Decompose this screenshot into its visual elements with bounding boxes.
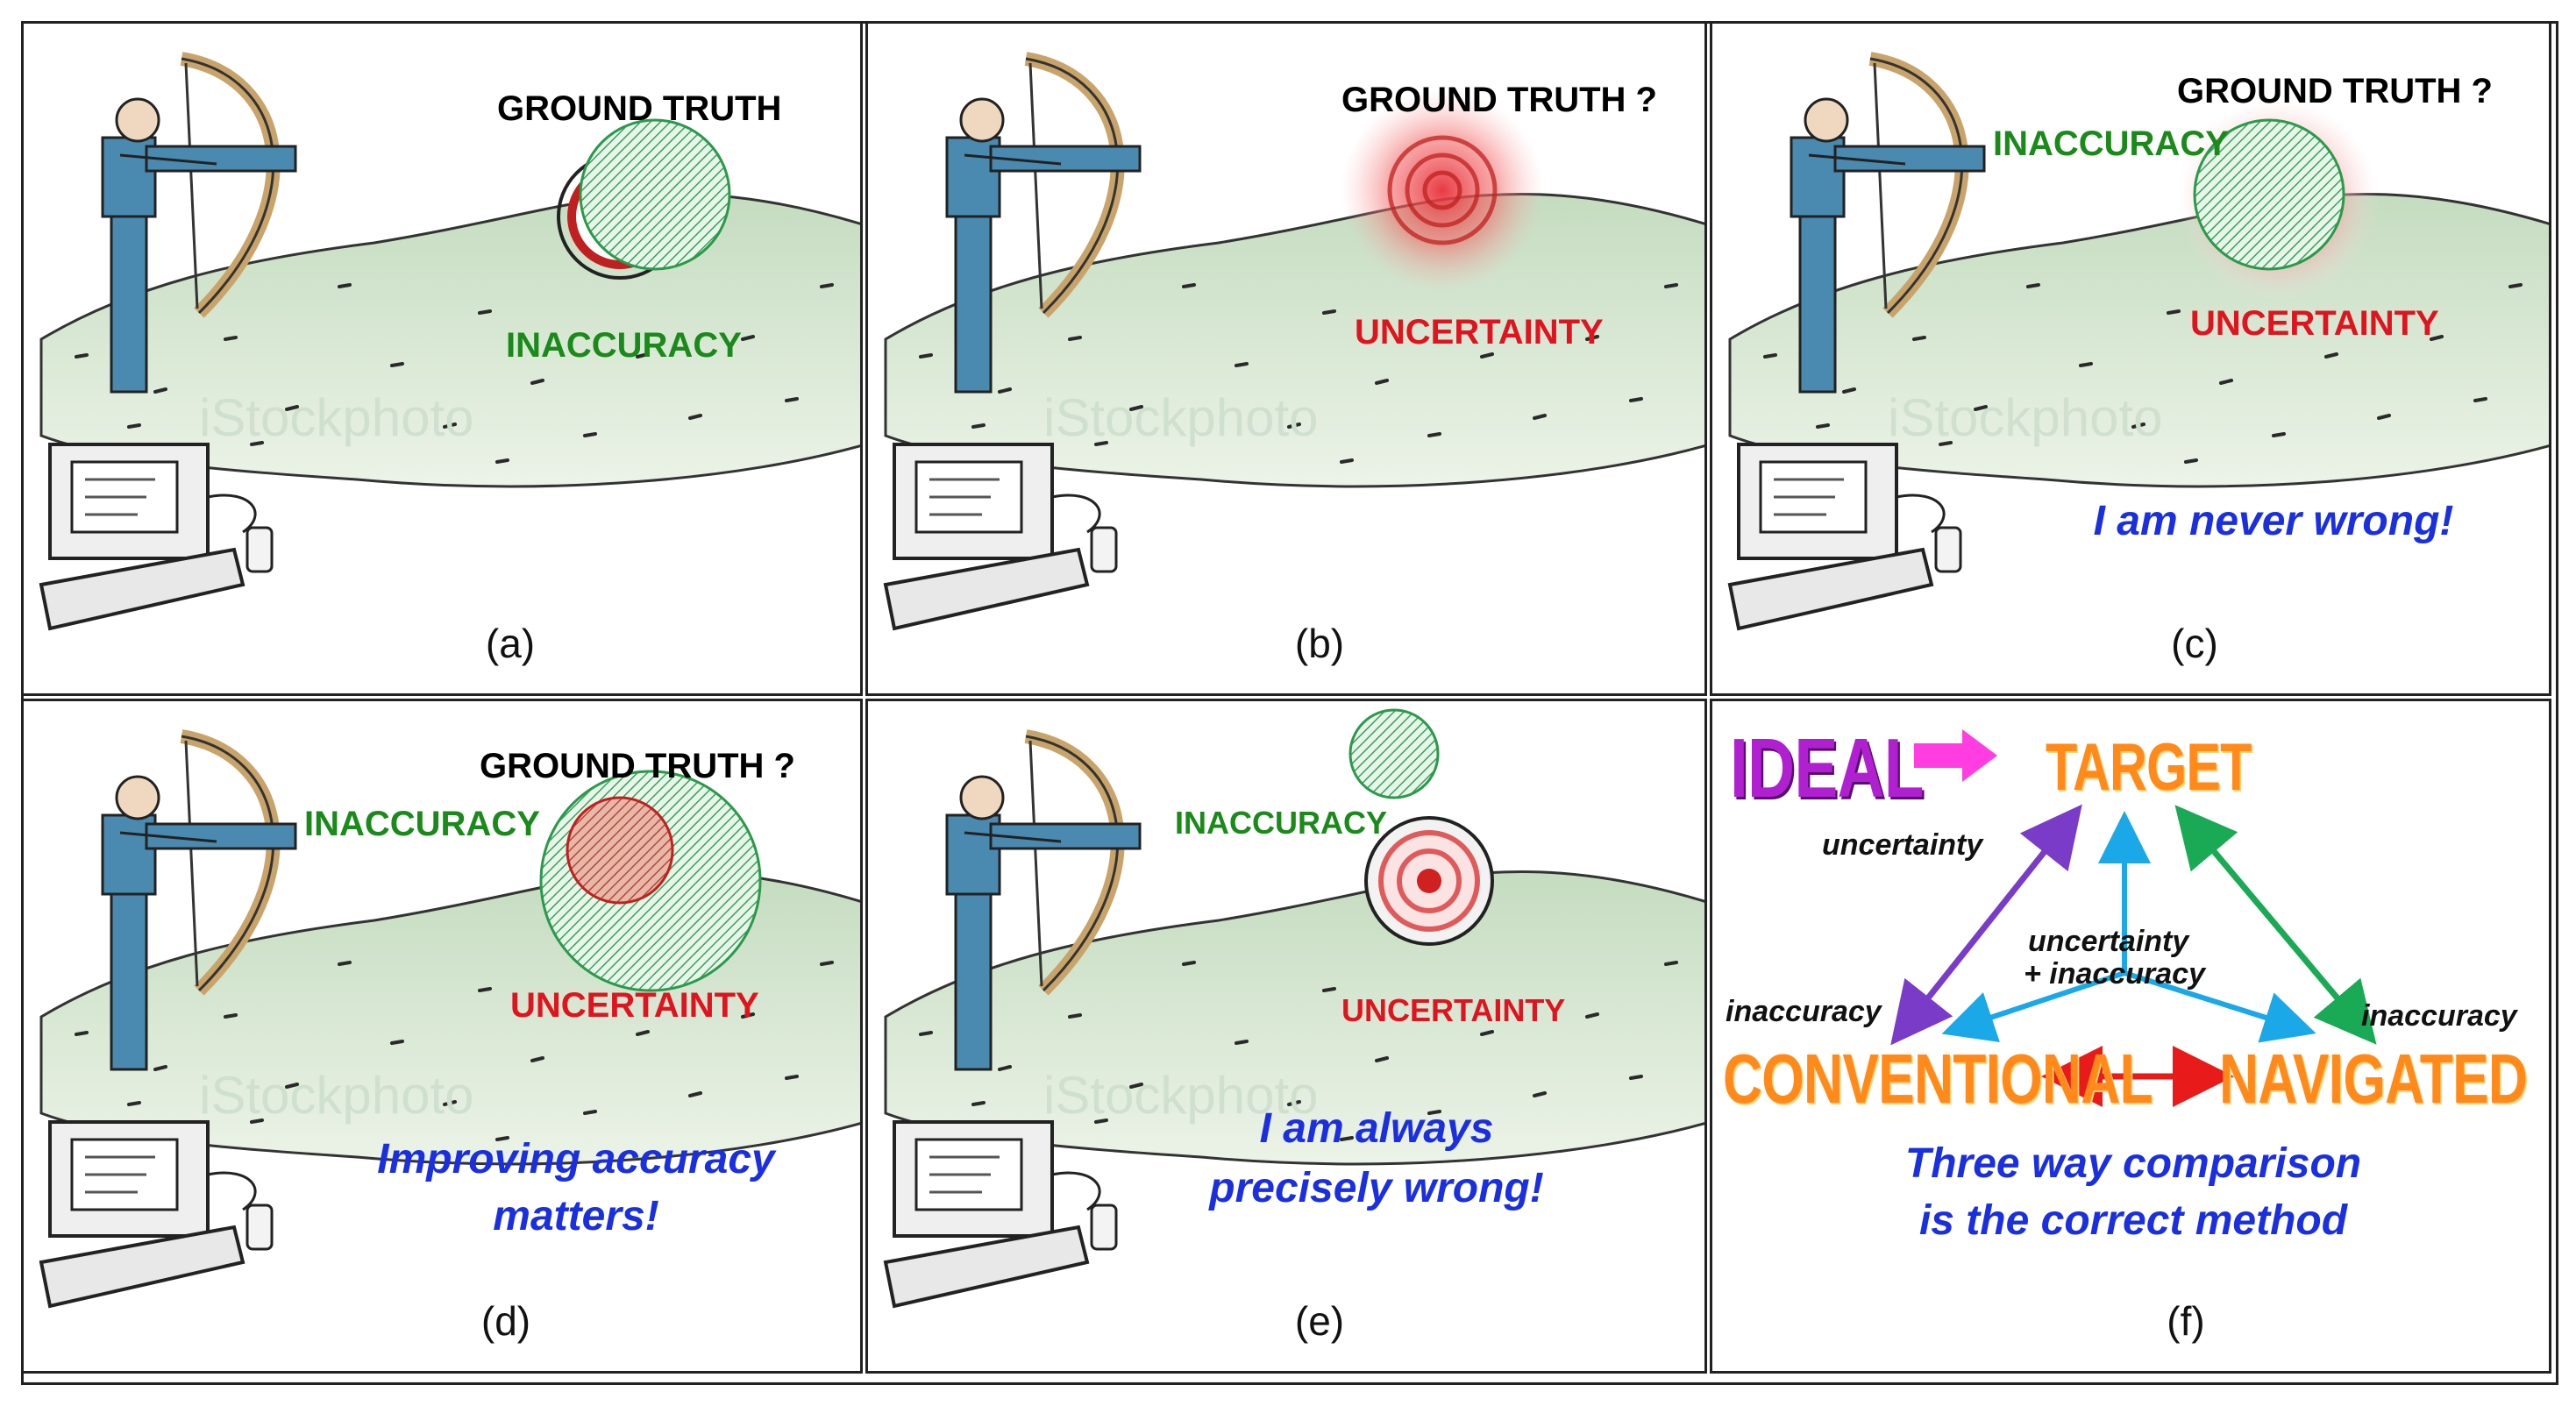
inaccuracy-circle [1348,708,1440,799]
target-label: TARGET [2046,730,2252,805]
inaccuracy-arrow-right [2174,805,2377,1045]
inaccuracy-label: INACCURACY [1993,124,2229,163]
center-text-line-1: uncertainty [2028,925,2189,958]
center-text-line-2: + inaccuracy [2024,957,2205,991]
watermark: iStockphoto [1888,388,2163,447]
quote-line-1: Three way comparison [1904,1140,2362,1187]
panel-d: iStockphoto GROUND TRUTH ? INACCURACY UN… [21,699,863,1374]
inaccuracy-text-left: inaccuracy [1726,995,1882,1028]
uncertainty-label: UNCERTAINTY [510,986,759,1025]
quote-line-2: matters! [493,1193,659,1239]
uncertainty-label: UNCERTAINTY [1355,313,1604,352]
center-arrow-left [1941,970,2125,1042]
inaccuracy-label: INACCURACY [506,326,742,365]
caption-a: (a) [485,621,536,666]
target-icon [1364,816,1494,946]
panel-c: iStockphoto GROUND TRUTH ? INACCURACY UN… [1710,21,2551,696]
uncertainty-circle [566,796,674,905]
quote-line-2: precisely wrong! [1209,1165,1544,1211]
panel-e: iStockphoto INACCURACY UNCERTAINTY I am … [865,699,1707,1374]
uncertainty-blur [1341,89,1543,291]
watermark: iStockphoto [199,388,474,447]
quote-text: I am never wrong! [2093,498,2454,544]
uncertainty-label: UNCERTAINTY [1341,992,1566,1028]
panel-f-arrows [1890,729,2377,1107]
panel-e-illustration: iStockphoto [868,708,1707,1374]
center-arrow-right [2124,970,2316,1043]
uncertainty-arrow [1890,804,2082,1046]
ground-truth-label: GROUND TRUTH [497,89,782,128]
caption-d: (d) [480,1298,531,1344]
quote-line-1: I am always [1259,1105,1494,1152]
panel-a-illustration: iStockphoto [24,24,863,696]
caption-c: (c) [2171,621,2218,666]
inaccuracy-circle [579,118,731,271]
panel-d-illustration: iStockphoto [24,701,863,1374]
caption-b: (b) [1294,621,1345,666]
panel-c-illustration: iStockphoto [1712,24,2551,696]
inaccuracy-circle [2193,118,2345,271]
ideal-label: IDEAL [1730,721,1925,815]
ground-truth-label: GROUND TRUTH ? [480,747,795,785]
navigated-label: NAVIGATED [2219,1040,2528,1118]
watermark: iStockphoto [199,1066,474,1125]
watermark: iStockphoto [1043,1066,1319,1125]
inaccuracy-label: INACCURACY [304,805,540,843]
panel-f: IDEAL TARGET uncertainty uncertainty + i… [1710,699,2551,1374]
uncertainty-label: UNCERTAINTY [2190,304,2439,343]
uncertainty-text: uncertainty [1822,828,1983,862]
conventional-label: CONVENTIONAL [1723,1040,2153,1118]
ground-truth-label: GROUND TRUTH ? [2177,72,2493,110]
panel-b: iStockphoto GROUND TRUTH ? UNCERTAINTY (… [865,21,1707,696]
caption-e: (e) [1294,1298,1345,1344]
panel-b-illustration: iStockphoto [868,24,1707,696]
ideal-to-target-arrow [1914,729,1997,782]
quote-line-2: is the correct method [1918,1197,2348,1244]
inaccuracy-text-right: inaccuracy [2361,999,2517,1033]
ground-truth-label: GROUND TRUTH ? [1341,81,1657,119]
panel-a: iStockphoto GROUND TRUTH INACCURACY (a) [21,21,863,696]
caption-f: (f) [2167,1298,2205,1344]
inaccuracy-label: INACCURACY [1175,805,1387,841]
target-icon [1387,135,1498,245]
quote-line-1: Improving accuracy [377,1136,775,1182]
watermark: iStockphoto [1043,388,1319,447]
